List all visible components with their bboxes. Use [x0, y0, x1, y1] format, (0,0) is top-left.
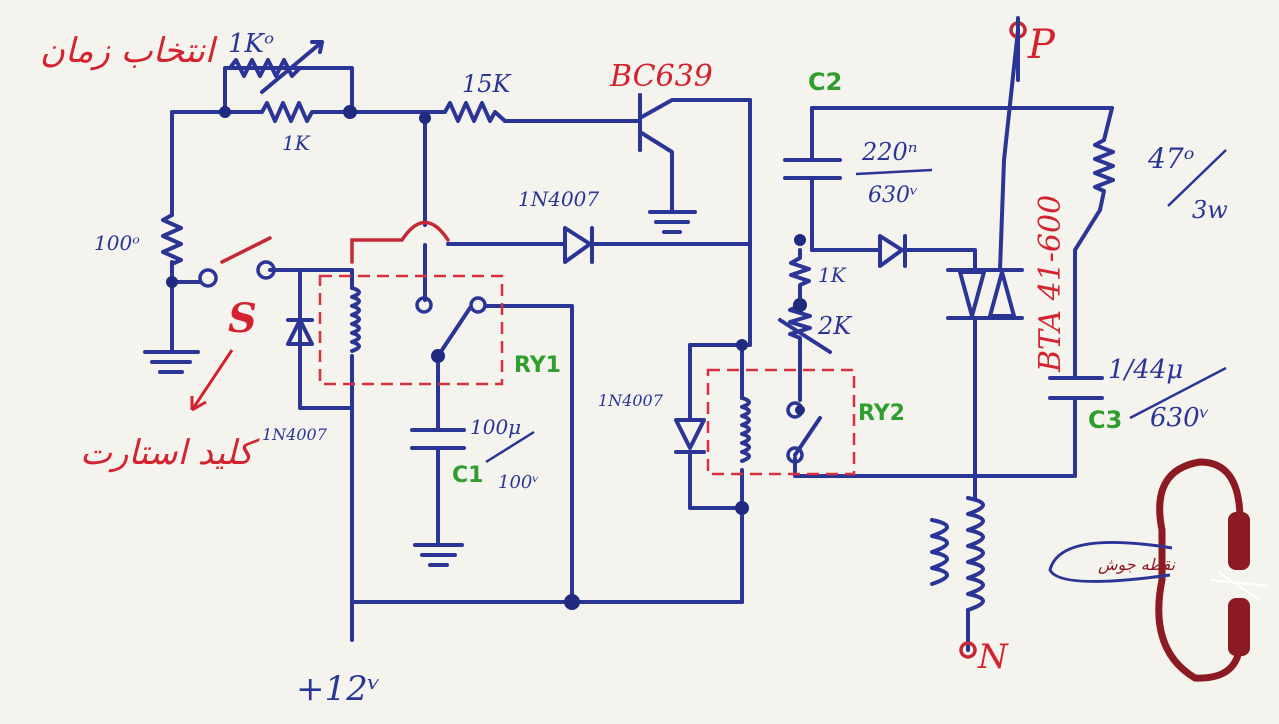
ground-symbol-left — [143, 350, 200, 374]
label-c3-value: 1/44μ — [1108, 355, 1183, 385]
label-terminal-p: P — [1027, 22, 1056, 68]
label-relay-ry1: RY1 — [514, 353, 561, 378]
relay-box-ry1 — [318, 274, 504, 386]
resistor-47 — [1093, 138, 1115, 212]
resistor-1k — [223, 101, 352, 123]
label-resistor-1k: 1K — [282, 131, 311, 155]
label-spot-welding-tip: نقطه جوش — [1098, 555, 1176, 574]
diode-top — [563, 226, 594, 264]
label-diode-ry2: 1N4007 — [598, 391, 664, 410]
label-c3: C3 — [1088, 406, 1122, 434]
label-c2-voltage: 630ᵛ — [868, 183, 918, 208]
welding-electrode — [1048, 458, 1269, 682]
label-relay-ry2: RY2 — [858, 401, 905, 426]
resistor-1k-gate — [789, 248, 811, 294]
red-wiring — [220, 220, 450, 264]
label-c1-voltage: 100ᵛ — [498, 472, 539, 493]
label-transistor: BC639 — [609, 59, 713, 94]
label-c2: C2 — [808, 68, 842, 96]
label-diode-top: 1N4007 — [518, 187, 599, 211]
label-c1-value: 100μ — [470, 415, 521, 439]
r47-fraction-slash — [1167, 149, 1227, 207]
arrow-to-start-key — [190, 349, 234, 412]
label-resistor-47-watt: 3w — [1192, 196, 1228, 224]
switch-s — [198, 260, 276, 288]
wires — [170, 28, 1114, 652]
terminal-n — [959, 641, 977, 659]
resistor-15k — [423, 101, 507, 123]
label-c1: C1 — [452, 463, 483, 488]
terminal-p — [1009, 16, 1027, 82]
label-resistor-1k-gate: 1K — [818, 263, 847, 287]
relay-coil-ry1 — [350, 286, 361, 353]
label-resistor-15k: 15K — [462, 70, 513, 98]
relay-coil-ry2 — [740, 396, 751, 463]
relay-contacts-ry2 — [786, 401, 822, 464]
junction-dots — [166, 105, 807, 610]
potentiometer-1k — [228, 40, 324, 94]
label-c2-value: 220ⁿ — [861, 138, 918, 166]
diode-gate — [878, 234, 907, 268]
label-switch-s: S — [228, 295, 257, 342]
relay-contacts-ry1 — [415, 296, 487, 363]
c3-fraction-slash — [1129, 366, 1227, 420]
label-supply: +12ᵛ — [296, 669, 380, 709]
label-terminal-n: N — [977, 637, 1009, 677]
resistor-100 — [161, 213, 183, 266]
label-triac: BTA 41-600 — [1033, 195, 1068, 373]
c2-fraction-slash — [855, 168, 933, 176]
c1-fraction-slash — [485, 430, 535, 464]
ground-symbol-c1 — [413, 543, 464, 567]
triac-bta41 — [946, 268, 1024, 320]
label-diode-left: 1N4007 — [262, 425, 328, 444]
capacitor-c3 — [1048, 376, 1104, 400]
ground-symbol-transistor — [648, 210, 697, 234]
label-resistor-47: 47ᵒ — [1147, 142, 1194, 175]
label-resistor-100: 100ᵒ — [94, 231, 140, 255]
diode-left — [286, 318, 314, 346]
label-start-key: کلید استارت — [80, 433, 260, 473]
label-time-select: انتخاب زمان — [40, 31, 218, 71]
label-c3-voltage: 630ᵛ — [1150, 403, 1209, 433]
capacitor-c1 — [410, 428, 466, 450]
label-pot-1k: 1Kᵒ — [228, 29, 274, 59]
capacitor-c2 — [783, 158, 842, 180]
label-pot-2k: 2K — [817, 312, 853, 340]
diode-ry2 — [674, 418, 706, 454]
load-coil — [930, 496, 985, 612]
relay-box-ry2 — [706, 368, 856, 476]
